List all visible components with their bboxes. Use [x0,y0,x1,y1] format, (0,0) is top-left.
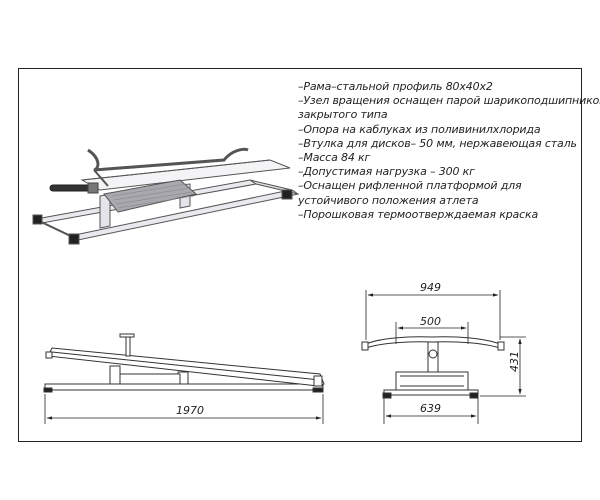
dimension-label-length: 1970 [176,404,204,417]
dimension-label-height: 431 [508,351,521,372]
spec-line: –Допустимая нагрузка – 300 кг [298,165,475,179]
spec-line: –Оснащен рифленной платформой для [298,179,522,193]
spec-line: –Опора на каблуках из поливинилхлорида [298,122,541,136]
spec-line: закрытого типа [298,108,388,122]
dimension-width-handles [365,290,501,340]
spec-line: –Рама–стальной профиль 80х40х2 [298,80,493,93]
dimension-label-base-width: 639 [420,402,441,415]
dimension-base-width [383,398,479,424]
spec-line: –Порошковая термоотверждаемая краска [298,207,539,221]
dimension-label-width-handles: 949 [420,281,441,294]
front-view-drawing [361,336,505,399]
spec-line: –Узел вращения оснащен парой шарикоподши… [298,94,600,108]
dimension-label-width-platform: 500 [420,315,441,328]
spec-line: –Втулка для дисков– 50 мм, нержавеющая с… [298,136,577,150]
dimension-width-platform [395,322,469,344]
specifications-list: –Рама–стальной профиль 80х40х2 –Узел вра… [298,80,600,222]
side-view-drawing [43,333,325,393]
equipment-3d-render [32,147,300,245]
spec-line: устойчивого положения атлета [298,193,479,207]
dimension-height [480,336,526,397]
spec-line: –Масса 84 кг [298,151,371,165]
dimension-length [44,394,324,424]
